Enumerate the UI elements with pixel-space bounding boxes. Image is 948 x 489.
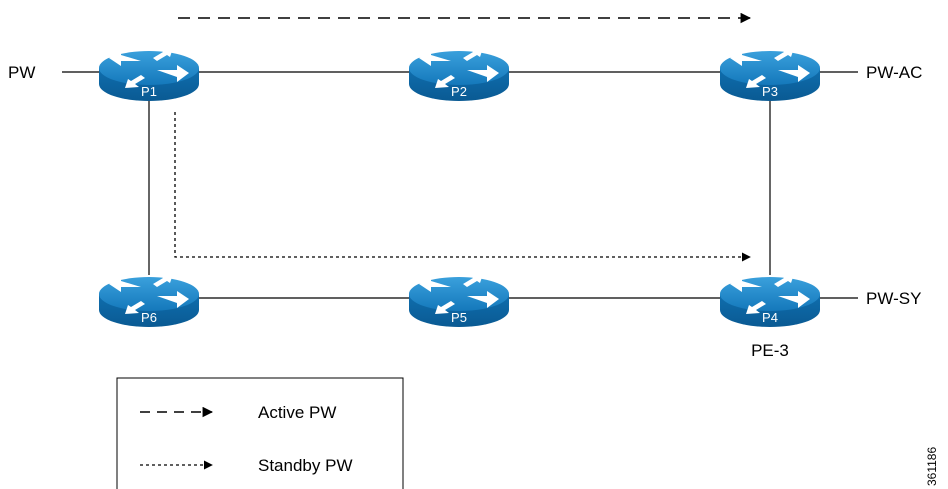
router-p6: P6 <box>99 274 199 327</box>
router-p1: P1 <box>99 48 199 101</box>
router-p4: P4 <box>720 274 820 327</box>
figure-id: 361186 <box>925 447 939 486</box>
pe-label: PE-3 <box>751 341 789 360</box>
router-label: P4 <box>762 310 778 325</box>
standby-pw-path <box>174 112 751 262</box>
router-p2: P2 <box>409 48 509 101</box>
router-label: P3 <box>762 84 778 99</box>
router-p3: P3 <box>720 48 820 101</box>
router-label: P1 <box>141 84 157 99</box>
legend: Active PW Standby PW <box>116 377 404 489</box>
legend-standby-label: Standby PW <box>258 456 353 475</box>
router-label: P6 <box>141 310 157 325</box>
links <box>62 71 858 299</box>
endpoint-label-pw: PW <box>8 63 35 82</box>
router-label: P5 <box>451 310 467 325</box>
legend-active-label: Active PW <box>258 403 336 422</box>
router-label: P2 <box>451 84 467 99</box>
router-p5: P5 <box>409 274 509 327</box>
legend-box <box>116 377 404 489</box>
endpoint-label-pw-sy: PW-SY <box>866 289 921 308</box>
endpoint-label-pw-ac: PW-AC <box>866 63 922 82</box>
